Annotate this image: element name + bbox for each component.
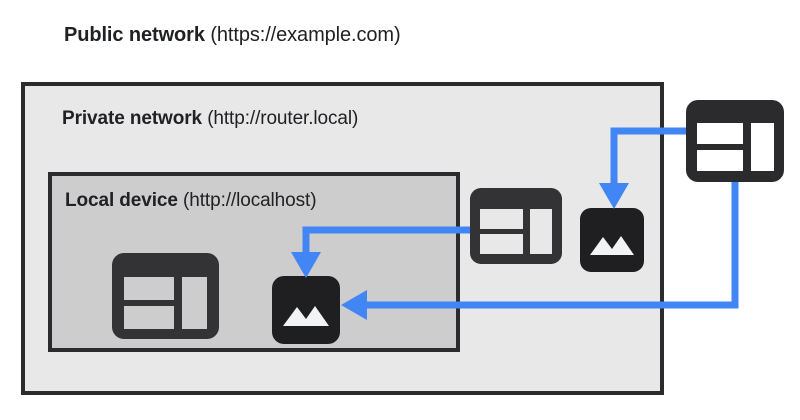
- image-placeholder-icon: [272, 276, 340, 344]
- public-network-url: (https://example.com): [210, 24, 401, 46]
- public-network-name: Public network: [64, 24, 205, 46]
- private-network-name: Private network: [62, 108, 202, 129]
- local-device-label: Local device (http://localhost): [65, 190, 317, 212]
- image-placeholder-icon: [580, 208, 644, 272]
- browser-window-icon: [112, 253, 219, 339]
- browser-window-icon: [470, 188, 562, 264]
- private-network-label: Private network (http://router.local): [62, 108, 358, 130]
- local-device-url: (http://localhost): [183, 190, 317, 211]
- public-network-label: Public network (https://example.com): [64, 24, 401, 46]
- local-device-name: Local device: [65, 190, 178, 211]
- browser-window-icon: [686, 100, 784, 182]
- private-network-url: (http://router.local): [207, 108, 359, 129]
